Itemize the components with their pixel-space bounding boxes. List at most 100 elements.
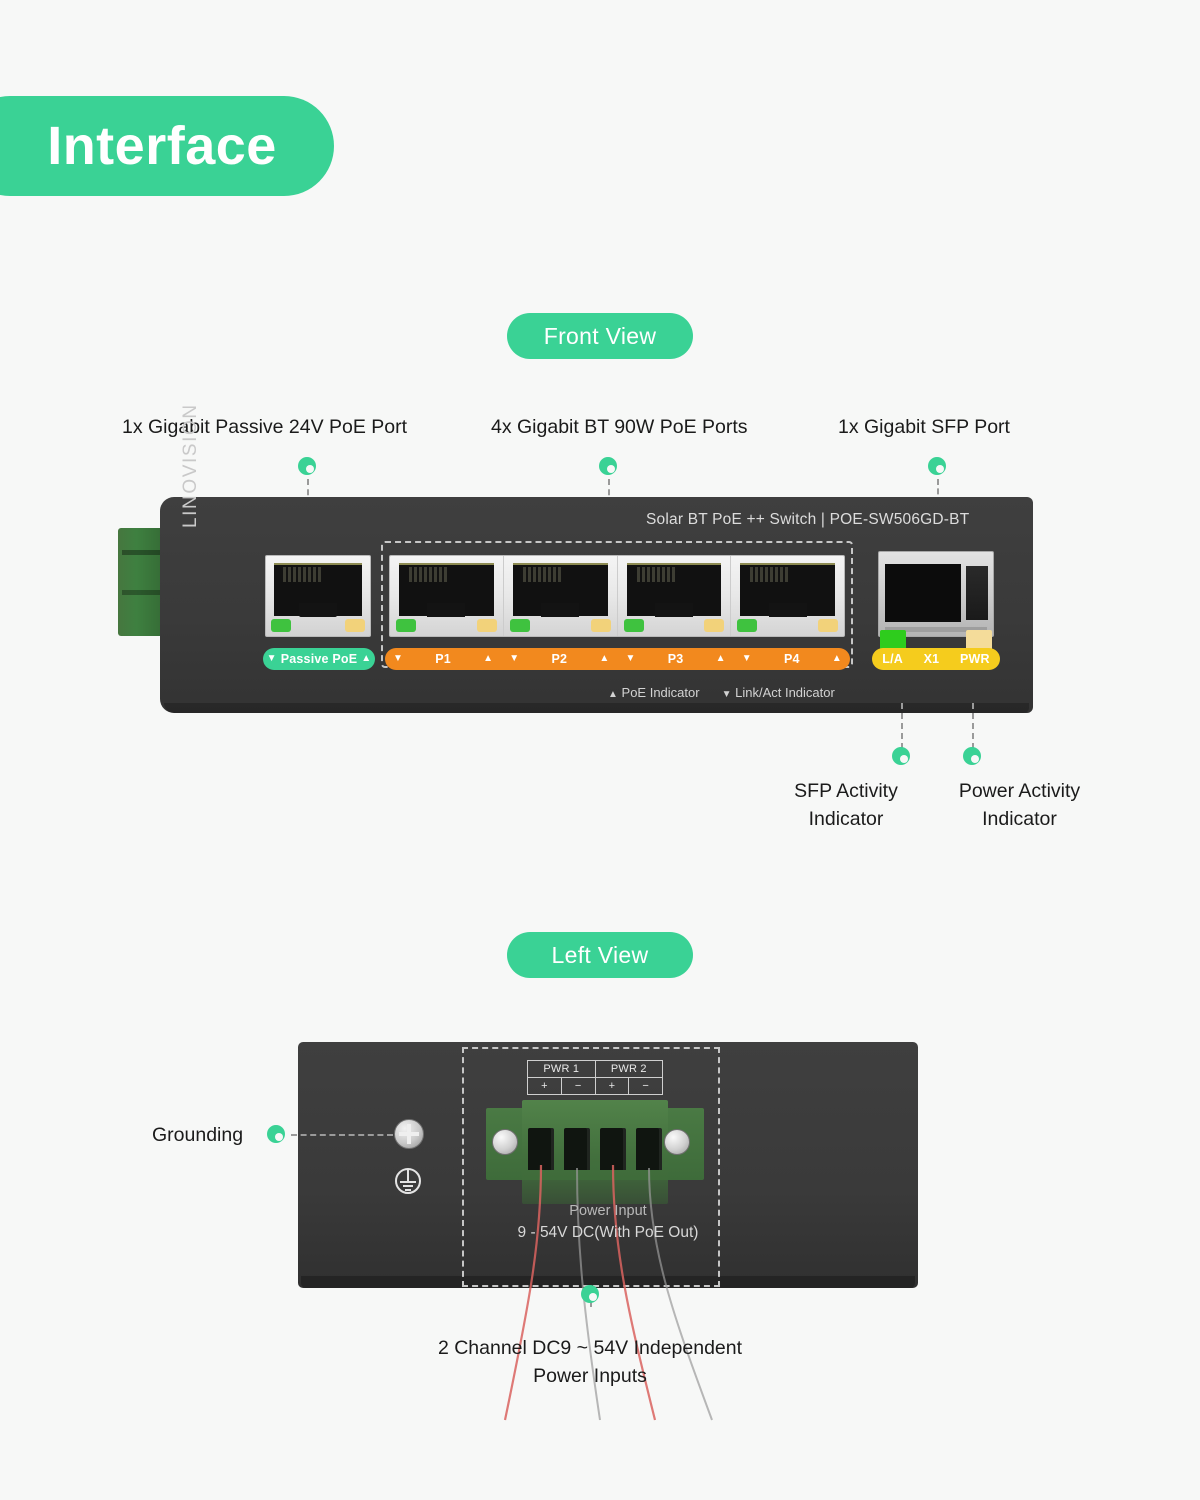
strip-cell-p2: ▼ P2 ▲ [501,652,617,666]
port-label-p3: P3 [667,652,684,666]
rj45-port-passive[interactable] [265,555,371,637]
pwr2-plus: + [594,1078,629,1094]
strip-sfp-indicators: L/A X1 PWR [872,648,1000,670]
callout-bt-poe-ports: 4x Gigabit BT 90W PoE Ports [491,416,748,438]
strip-cell-p1: ▼ P1 ▲ [385,652,501,666]
power-terminal-pinout-table: PWR 1 PWR 2 + − + − [527,1060,663,1095]
rj45-latch-notch [654,603,693,617]
led-poe [590,619,611,632]
strip-passive-poe-label: Passive PoE [280,652,358,666]
left-view-pill: Left View [507,932,693,978]
terminal-slot-pwr2-minus[interactable] [636,1128,662,1170]
pwr-table-header-pwr2: PWR 2 [594,1061,663,1077]
rj45-latch-notch [298,603,338,617]
rj45-pins [283,567,321,582]
device-model-title: Solar BT PoE ++ Switch | POE-SW506GD-BT [646,511,970,528]
rj45-throat [274,563,362,617]
pwr-table-header-row: PWR 1 PWR 2 [528,1061,662,1077]
section-banner-interface: Interface [0,96,334,196]
leader-grounding [291,1134,393,1136]
front-view-pill-label: Front View [543,322,657,349]
left-view-pill-label: Left View [551,941,649,968]
legend-item-poe: ▲ PoE Indicator [608,685,700,700]
triangle-down-icon: ▼ [266,653,277,664]
grounding-screw[interactable] [394,1119,424,1149]
marker-passive-poe-port [298,457,316,475]
power-input-spec: Power Input 9 - 54V DC(With PoE Out) [298,1200,918,1244]
callout-grounding: Grounding [152,1124,244,1146]
triangle-up-icon: ▲ [715,653,726,664]
led-link-act [623,619,644,632]
terminal-slot-pwr1-minus[interactable] [564,1128,590,1170]
side-terminal-connector [118,528,164,636]
sfp-cage-rib [885,627,987,632]
banner-title: Interface [47,116,277,176]
triangle-up-icon: ▲ [608,689,618,700]
wire-pwr2-minus [648,1167,713,1421]
rj45-pins [636,567,675,582]
rj45-port-p3[interactable] [616,556,731,636]
rj45-port-p2[interactable] [502,556,617,636]
terminal-slot-pwr2-plus[interactable] [600,1128,626,1170]
rj45-pins [409,567,447,582]
triangle-down-icon: ▼ [393,653,404,664]
pwr2-minus: − [628,1078,662,1094]
rj45-throat [399,563,494,617]
power-input-title: Power Input [569,1203,647,1219]
rj45-pins [522,567,561,582]
strip-cell-p4: ▼ P4 ▲ [734,652,850,666]
callout-power-activity-indicator: Power Activity Indicator [942,777,1097,833]
callout-power-inputs: 2 Channel DC9 ~ 54V Independent Power In… [420,1334,760,1390]
marker-sfp-activity [892,747,910,765]
rj45-latch-notch [427,603,466,617]
callout-passive-poe-port: 1x Gigabit Passive 24V PoE Port [122,416,408,438]
port-label-p1: P1 [435,652,451,666]
strip-bt-ports: ▼ P1 ▲ ▼ P2 ▲ ▼ P3 ▲ ▼ P4 ▲ [385,648,850,670]
marker-bt-poe-ports [599,457,617,475]
sfp-strip-label-pwr: PWR [959,652,990,666]
led-power [966,630,992,650]
rj45-latch-notch [541,603,580,617]
rj45-pins [750,567,789,582]
marker-grounding [267,1125,285,1143]
rj45-port-p1[interactable] [390,556,503,636]
marker-power-activity [963,747,981,765]
pwr-table-polarity-row: + − + − [528,1077,662,1094]
rj45-latch-notch [768,603,807,617]
strip-passive-poe: ▼ Passive PoE ▲ [263,648,375,670]
front-view-pill: Front View [507,313,693,359]
rj45-port-bank-bt [389,555,845,637]
triangle-up-icon: ▲ [361,653,372,664]
strip-cell-p3: ▼ P3 ▲ [618,652,734,666]
sfp-port-cage[interactable] [878,551,994,637]
terminal-mount-screw-right[interactable] [664,1129,690,1155]
marker-sfp-port [928,457,946,475]
pwr1-plus: + [541,1080,548,1092]
leader-sfp-activity [901,703,903,749]
front-indicator-legend: ▲ PoE Indicator ▼ Link/Act Indicator [608,685,835,700]
pwr-table-header-pwr1: PWR 1 [543,1063,580,1075]
rj45-throat [626,563,722,617]
led-sfp-link-act [880,630,906,650]
wire-pwr2-plus [611,1164,657,1421]
led-poe [345,619,365,632]
port-label-p2: P2 [551,652,568,666]
led-link-act [396,619,416,632]
triangle-down-icon: ▼ [741,653,752,664]
pwr1-minus: − [560,1078,595,1094]
triangle-down-icon: ▼ [625,653,636,664]
rj45-port-p4[interactable] [730,556,844,636]
led-poe [704,619,725,632]
triangle-down-icon: ▼ [509,653,520,664]
callout-line-2: Power Inputs [533,1365,647,1387]
callout-sfp-port: 1x Gigabit SFP Port [838,416,1010,438]
sfp-strip-label-x1: X1 [923,652,940,666]
legend-item-link-act: ▼ Link/Act Indicator [722,685,835,700]
terminal-mount-screw-left[interactable] [492,1129,518,1155]
legend-label-link-act: Link/Act Indicator [735,685,835,700]
led-link-act [509,619,530,632]
earth-ground-icon [392,1165,424,1197]
power-input-range: 9 - 54V DC(With PoE Out) [517,1224,699,1241]
terminal-slot-pwr1-plus[interactable] [528,1128,554,1170]
callout-line-2: Indicator [982,808,1057,830]
